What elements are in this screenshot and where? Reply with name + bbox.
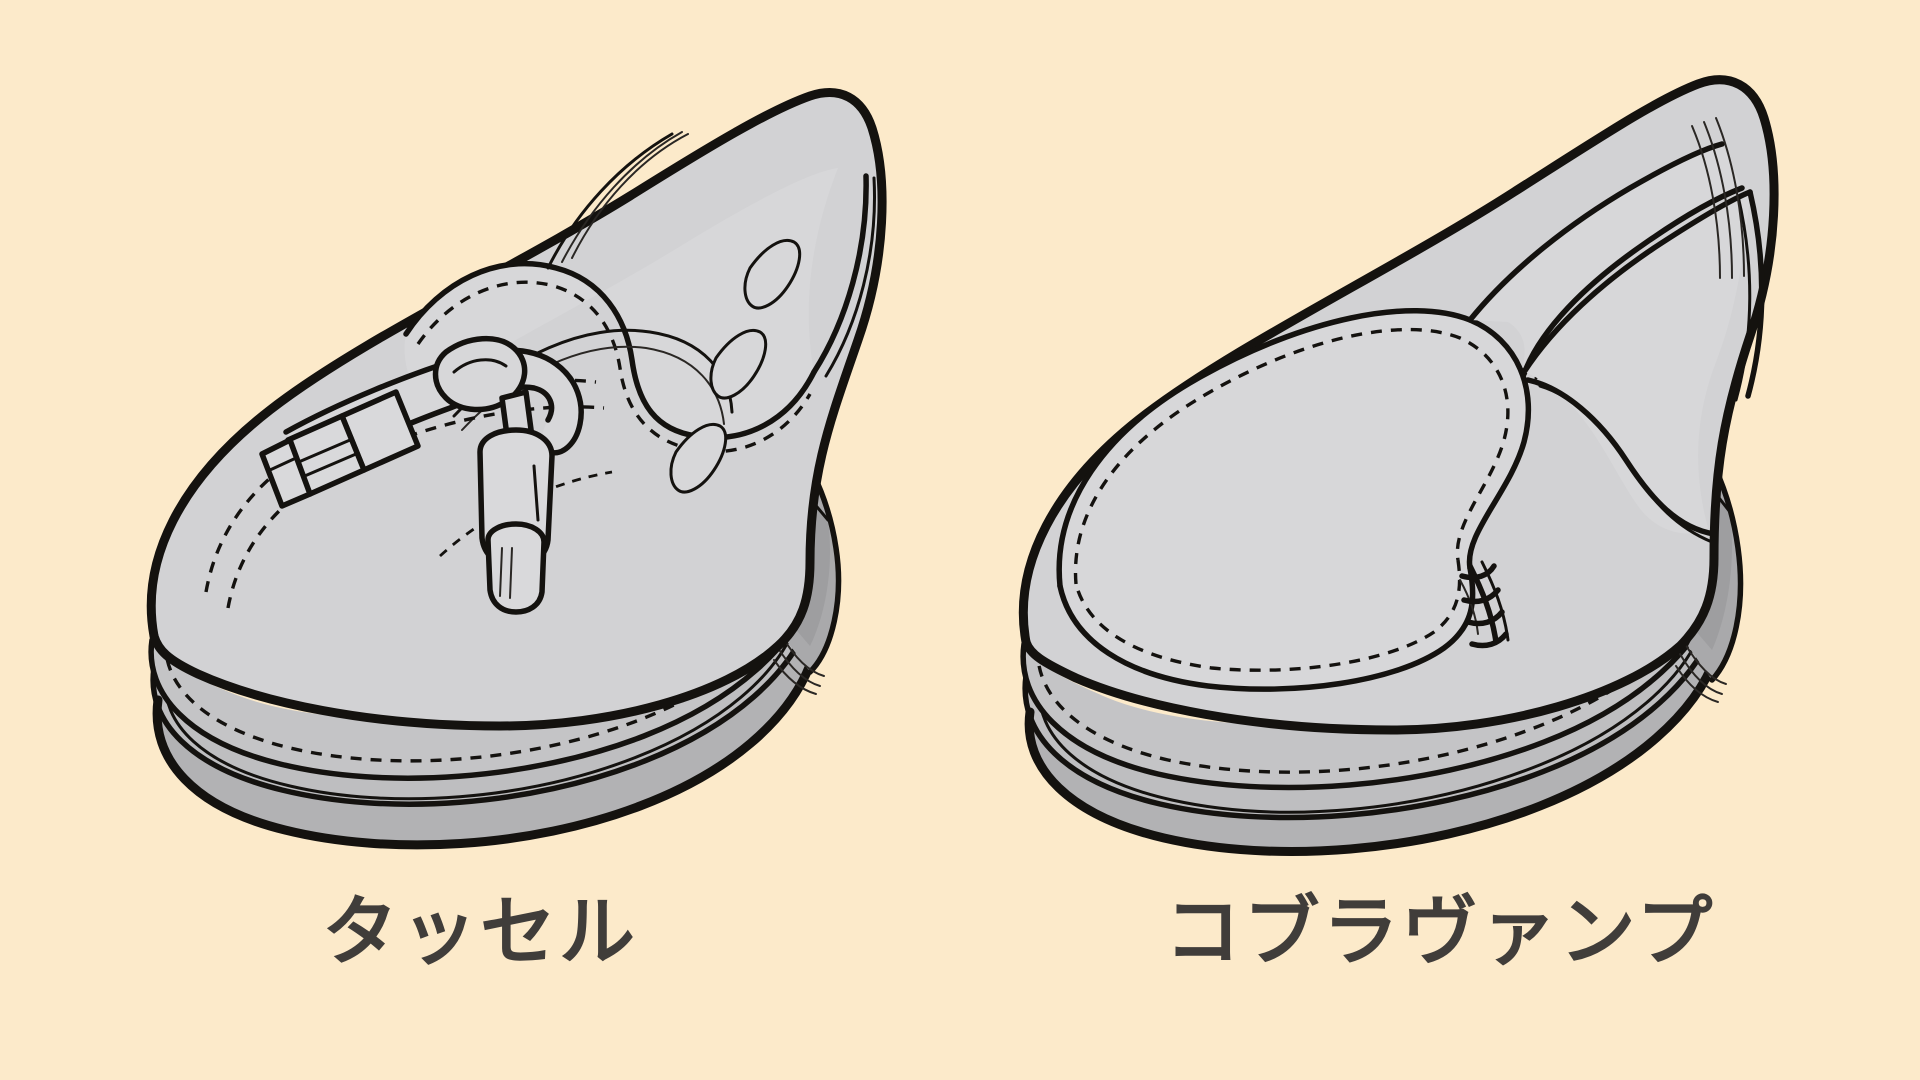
cobra-vamp-loafer-panel: [1000, 0, 1880, 900]
tassel-loafer-illustration: [146, 88, 887, 850]
tassel-side-slots: [669, 239, 802, 494]
cobra-vamp-loafer-illustration: [1018, 75, 1779, 857]
caption-cobra-vamp: コブラヴァンプ: [1164, 887, 1716, 976]
caption-cell-tassel: タッセル: [0, 880, 960, 1080]
caption-cell-cobra-vamp: コブラヴァンプ: [960, 880, 1920, 1080]
caption-row: タッセル コブラヴァンプ: [0, 880, 1920, 1080]
tassel-loafer-panel: [110, 0, 990, 900]
cobra-vamp-apron: [1056, 308, 1532, 692]
caption-tassel: タッセル: [322, 887, 638, 976]
cobra-collar: [1521, 117, 1765, 544]
cobra-gathered-seam: [1459, 560, 1510, 649]
tassel-ornament: [259, 335, 584, 615]
